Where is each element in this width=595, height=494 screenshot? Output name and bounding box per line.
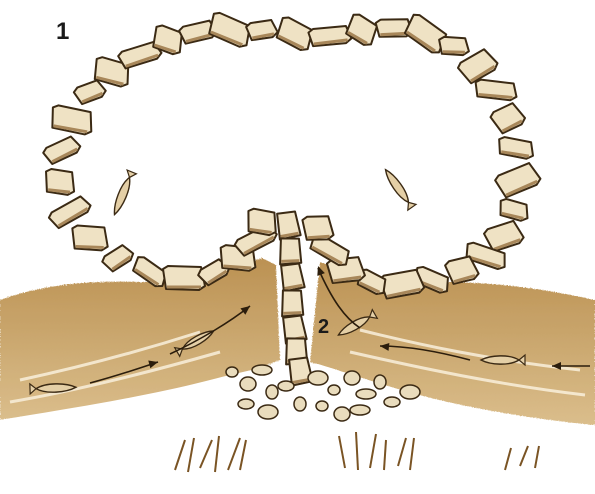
stone-icon	[49, 105, 95, 136]
pebble	[344, 371, 360, 385]
pebble	[384, 397, 400, 407]
stone-icon	[308, 25, 352, 48]
stone-icon	[42, 134, 82, 166]
pebble	[238, 399, 254, 409]
fish-icon	[381, 167, 416, 210]
stone-icon	[497, 136, 535, 159]
stone-icon	[72, 225, 109, 250]
stone-icon	[439, 37, 469, 56]
pebble	[226, 367, 238, 377]
stone-icon	[163, 266, 205, 290]
stone-icon	[281, 289, 305, 317]
stone-icon	[47, 193, 92, 230]
pebble	[240, 377, 256, 391]
pebble	[334, 407, 350, 421]
stone-icon	[279, 237, 303, 265]
pebble	[308, 371, 328, 385]
fish-icon	[110, 170, 137, 216]
pebble	[266, 385, 278, 399]
label-2: 2	[318, 316, 329, 339]
stone-icon	[494, 160, 542, 199]
pebble	[374, 375, 386, 389]
pebble	[278, 381, 294, 391]
stone-icon	[44, 168, 76, 195]
pebble	[258, 405, 278, 419]
pebble	[316, 401, 328, 411]
stone-icon	[246, 18, 279, 41]
stone-icon	[277, 211, 301, 239]
pebble	[400, 385, 420, 399]
stone-icon	[302, 215, 334, 241]
label-1: 1	[56, 18, 69, 46]
stone-icon	[343, 12, 381, 48]
stone-icon	[281, 263, 305, 291]
stone-icon	[497, 198, 530, 222]
pebble	[328, 385, 340, 395]
pebble	[356, 389, 376, 399]
stone-icon	[245, 208, 278, 236]
pebble	[294, 397, 306, 411]
pebble	[350, 405, 370, 415]
stone-icon	[489, 100, 527, 135]
pebble	[252, 365, 272, 375]
stone-icon	[474, 79, 517, 101]
